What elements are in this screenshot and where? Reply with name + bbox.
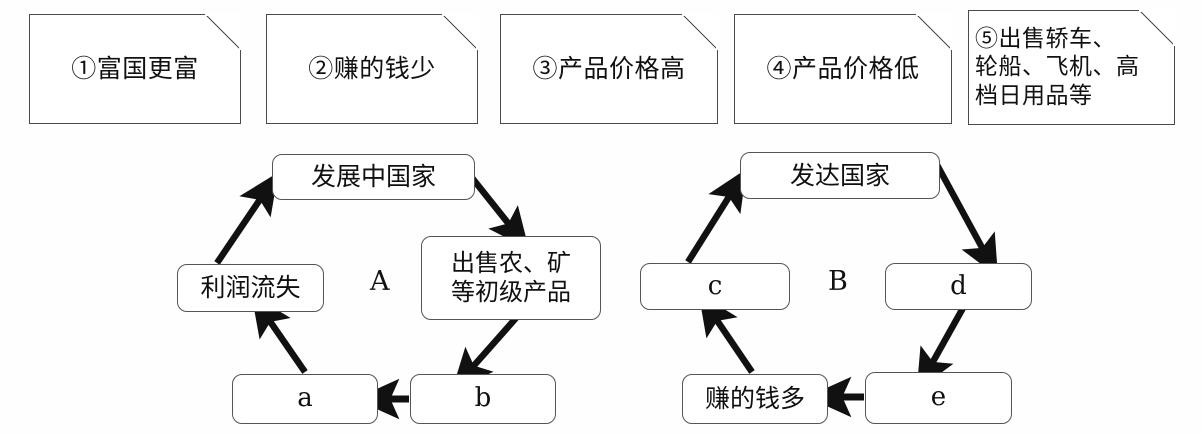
node-developed-countries[interactable]: 发达国家: [740, 152, 940, 199]
cut-mask-top: [442, 12, 478, 16]
cut-mask-top: [205, 12, 241, 16]
option-box-3[interactable]: ③产品价格高: [500, 12, 720, 124]
node-a-blank-a[interactable]: a: [232, 374, 378, 424]
option-box-1[interactable]: ①富国更富: [29, 12, 243, 124]
arrow-a-a-to-profit: [251, 294, 308, 374]
option-box-5[interactable]: ⑤出售轿车、 轮船、飞机、高 档日用品等: [968, 8, 1177, 125]
arrow-a-profit-to-top: [214, 172, 279, 265]
arrow-b-earn-to-c: [698, 293, 755, 374]
node-profit-outflow[interactable]: 利润流失: [177, 264, 324, 312]
option-box-3-label: ③产品价格高: [532, 53, 686, 83]
option-box-4[interactable]: ④产品价格低: [734, 12, 954, 124]
option-box-5-label: ⑤出售轿车、 轮船、飞机、高 档日用品等: [975, 26, 1140, 109]
cut-mask-top: [682, 12, 718, 16]
option-box-1-label: ①富国更富: [71, 53, 199, 83]
node-a-blank-b[interactable]: b: [410, 374, 556, 424]
arrow-b-d-to-e: [916, 306, 966, 391]
arrow-b-top-to-d: [933, 161, 999, 277]
option-box-2[interactable]: ②赚的钱少: [266, 12, 480, 124]
cut-mask-top: [1139, 8, 1175, 12]
arrow-a-right-to-b: [451, 315, 519, 391]
cut-corner-icon: [916, 14, 952, 50]
cut-mask-right: [950, 14, 954, 50]
cut-mask-right: [476, 14, 480, 50]
cut-mask-right: [1173, 10, 1177, 46]
node-b-blank-c[interactable]: c: [640, 263, 790, 310]
arrow-b-c-to-top: [685, 168, 747, 264]
cut-mask-right: [239, 14, 243, 50]
cycle-label-b: B: [828, 266, 848, 297]
node-developing-countries[interactable]: 发展中国家: [272, 154, 475, 200]
cycle-label-a: A: [370, 266, 390, 297]
cut-corner-icon: [442, 14, 478, 50]
node-earn-more-money[interactable]: 赚的钱多: [682, 374, 828, 424]
option-box-4-label: ④产品价格低: [766, 53, 920, 83]
node-b-blank-d[interactable]: d: [885, 263, 1032, 310]
cut-corner-icon: [682, 14, 718, 50]
node-sell-primary-products[interactable]: 出售农、矿 等初级产品: [421, 236, 601, 320]
cut-corner-icon: [205, 14, 241, 50]
cut-mask-top: [916, 12, 952, 16]
cut-corner-icon: [1139, 10, 1175, 46]
cut-mask-right: [716, 14, 720, 50]
option-box-2-label: ②赚的钱少: [308, 53, 436, 83]
node-b-blank-e[interactable]: e: [865, 372, 1012, 424]
